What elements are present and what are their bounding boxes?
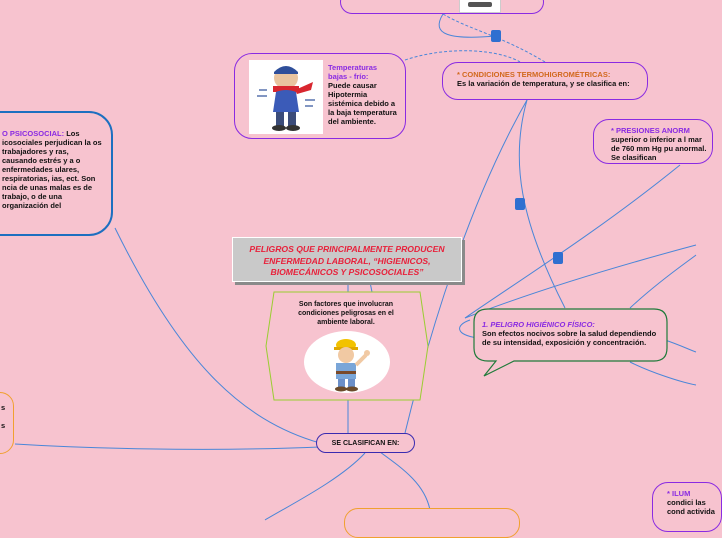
cold-man-illustration xyxy=(249,60,323,134)
temperatura-label: Temperaturas bajas - frío: xyxy=(328,63,378,81)
top-image-icon xyxy=(459,0,501,13)
connection-lines xyxy=(14,13,697,521)
higienico-node[interactable]: 1. PELIGRO HIGIÉNICO FÍSICO: Son efectos… xyxy=(482,320,662,347)
termohigrometricas-label: * CONDICIONES TERMOHIGROMÉTRICAS: xyxy=(457,70,611,79)
higienico-text: Son efectos nocivos sobre la salud depen… xyxy=(482,329,657,347)
link-marker-icon xyxy=(553,252,563,264)
temperatura-text: Puede causar Hipotermia sistémica debido… xyxy=(328,81,397,126)
iluminacion-node[interactable]: * ILUM condici las cond activida xyxy=(652,482,722,532)
se-clasifican-node[interactable]: SE CLASIFICAN EN: xyxy=(316,433,415,453)
iluminacion-text: condici las cond activida xyxy=(667,498,715,516)
termohigrometricas-node[interactable]: * CONDICIONES TERMOHIGROMÉTRICAS: Es la … xyxy=(442,62,648,100)
termohigrometricas-text: Es la variación de temperatura, y se cla… xyxy=(457,79,630,88)
link-marker-icon xyxy=(491,30,501,42)
main-title: PELIGROS QUE PRINCIPALMENTE PRODUCEN ENF… xyxy=(249,244,445,277)
iluminacion-label: * ILUM xyxy=(667,489,691,498)
left-orange-line2: s xyxy=(1,421,6,430)
top-partial-node[interactable] xyxy=(340,0,544,14)
se-clasifican-label: SE CLASIFICAN EN: xyxy=(331,440,400,447)
bottom-orange-node[interactable] xyxy=(344,508,520,538)
psicosocial-label-tail: Los xyxy=(66,129,80,138)
psicosocial-text: icosociales perjudican la os trabajadore… xyxy=(2,138,102,210)
hexagon-text: Son factores que involucran condiciones … xyxy=(298,301,394,326)
presiones-node[interactable]: * PRESIONES ANORM superior o inferior a … xyxy=(593,119,713,164)
higienico-node-shape xyxy=(473,308,668,377)
link-marker-icon xyxy=(515,198,525,210)
temperatura-node[interactable]: Temperaturas bajas - frío: Puede causar … xyxy=(234,53,406,139)
higienico-label: 1. PELIGRO HIGIÉNICO FÍSICO: xyxy=(482,320,595,329)
psicosocial-label: O PSICOSOCIAL: xyxy=(2,129,65,138)
presiones-label: * PRESIONES ANORM xyxy=(611,126,690,135)
presiones-text: superior o inferior a l mar de 760 mm Hg… xyxy=(611,135,707,162)
psicosocial-node[interactable]: O PSICOSOCIAL: Los icosociales perjudica… xyxy=(0,111,113,236)
left-orange-node[interactable]: s s xyxy=(0,392,14,454)
left-orange-line1: s xyxy=(1,403,6,412)
main-title-card[interactable]: PELIGROS QUE PRINCIPALMENTE PRODUCEN ENF… xyxy=(232,237,462,282)
construction-worker-illustration xyxy=(304,331,390,393)
